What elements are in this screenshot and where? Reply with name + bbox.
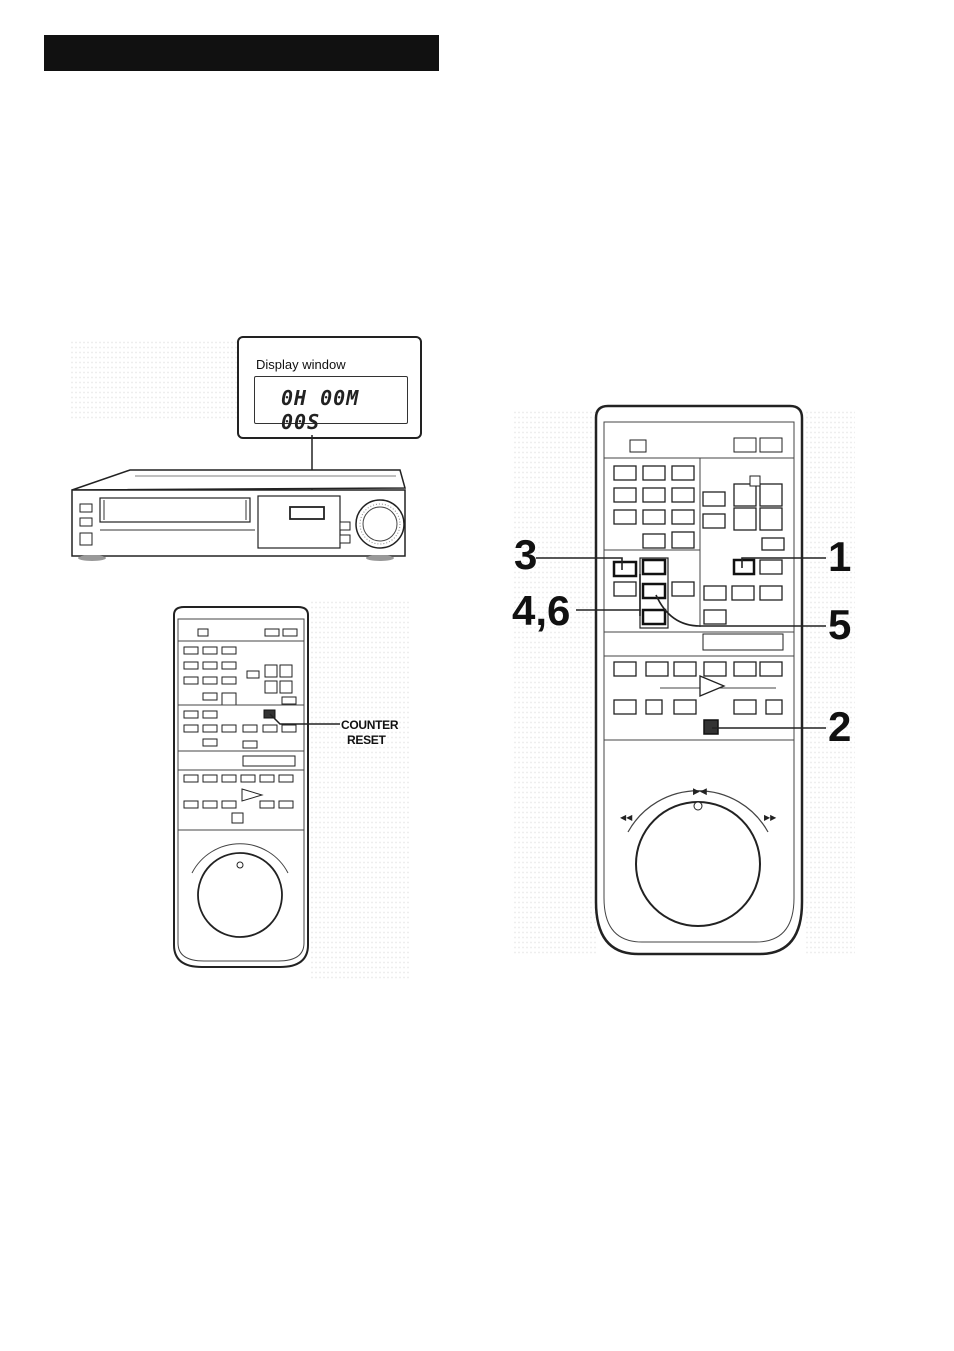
- step-2-label: 2: [828, 706, 851, 748]
- step-4-6-label: 4,6: [512, 590, 570, 632]
- step-1-label: 1: [828, 536, 851, 578]
- step-5-label: 5: [828, 604, 851, 646]
- step-3-label: 3: [514, 534, 537, 576]
